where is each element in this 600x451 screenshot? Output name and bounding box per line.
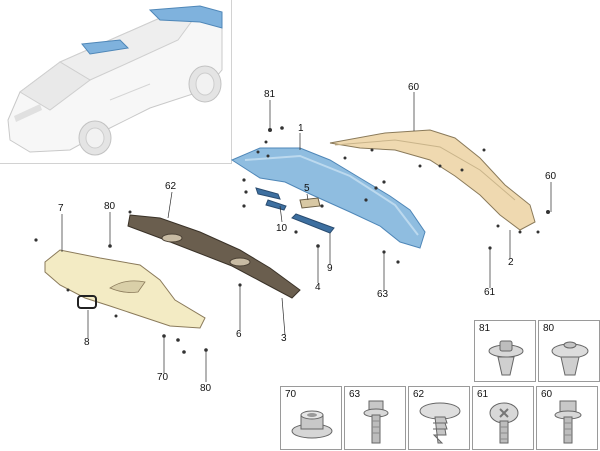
flange-nut-icon — [291, 410, 333, 439]
christmas-tree-clip-icon — [419, 402, 461, 444]
callout-62: 62 — [165, 181, 177, 192]
thumbnail-label: 62 — [413, 389, 425, 400]
callout-60-top: 60 — [408, 82, 420, 93]
expansion-rivet-icon — [551, 341, 589, 376]
bracket-part-9 — [291, 213, 335, 234]
callout-1: 1 — [298, 123, 304, 134]
thumbnail-81: 81 — [474, 320, 536, 382]
callout-4: 4 — [315, 282, 321, 293]
vehicle-overview-illustration — [7, 5, 223, 156]
seal-part-8 — [77, 295, 97, 309]
hex-bolt-with-washer-icon — [363, 400, 389, 444]
thumbnail-70: 70 — [280, 386, 342, 450]
thumbnail-label: 63 — [349, 389, 361, 400]
bracket-part-5 — [299, 197, 321, 209]
callout-7: 7 — [58, 203, 64, 214]
callout-80-lower: 80 — [200, 383, 212, 394]
callout-80-upper: 80 — [104, 201, 116, 212]
thumbnail-61: 61 — [472, 386, 534, 450]
thumbnail-label: 81 — [479, 323, 491, 334]
upper-spoiler-part — [230, 147, 426, 249]
callout-70: 70 — [157, 372, 169, 383]
thumbnail-label: 70 — [285, 389, 297, 400]
thumbnail-label: 61 — [477, 389, 489, 400]
hex-flange-bolt-icon — [554, 400, 582, 444]
rear-spoiler-part — [329, 129, 536, 231]
callout-63: 63 — [377, 289, 389, 300]
thumbnail-label: 80 — [543, 323, 555, 334]
thumbnail-62: 62 — [408, 386, 470, 450]
callout-61: 61 — [484, 287, 496, 298]
callout-6: 6 — [236, 329, 242, 340]
callout-8: 8 — [84, 337, 90, 348]
callout-2: 2 — [508, 257, 514, 268]
callout-81: 81 — [264, 89, 276, 100]
thumbnail-label: 60 — [541, 389, 553, 400]
callout-3: 3 — [281, 333, 287, 344]
thumbnail-63: 63 — [344, 386, 406, 450]
callout-10: 10 — [276, 223, 288, 234]
bracket-part-10b — [265, 199, 287, 211]
torx-screw-icon — [489, 402, 519, 444]
vehicle-overview-inset — [0, 0, 232, 164]
callout-9: 9 — [327, 263, 333, 274]
bracket-part-10 — [255, 187, 281, 200]
thumbnail-80: 80 — [538, 320, 600, 382]
thumbnail-60: 60 — [536, 386, 598, 450]
push-rivet-clip-icon — [488, 340, 524, 376]
callout-5: 5 — [304, 183, 310, 194]
callout-60-right: 60 — [545, 171, 557, 182]
